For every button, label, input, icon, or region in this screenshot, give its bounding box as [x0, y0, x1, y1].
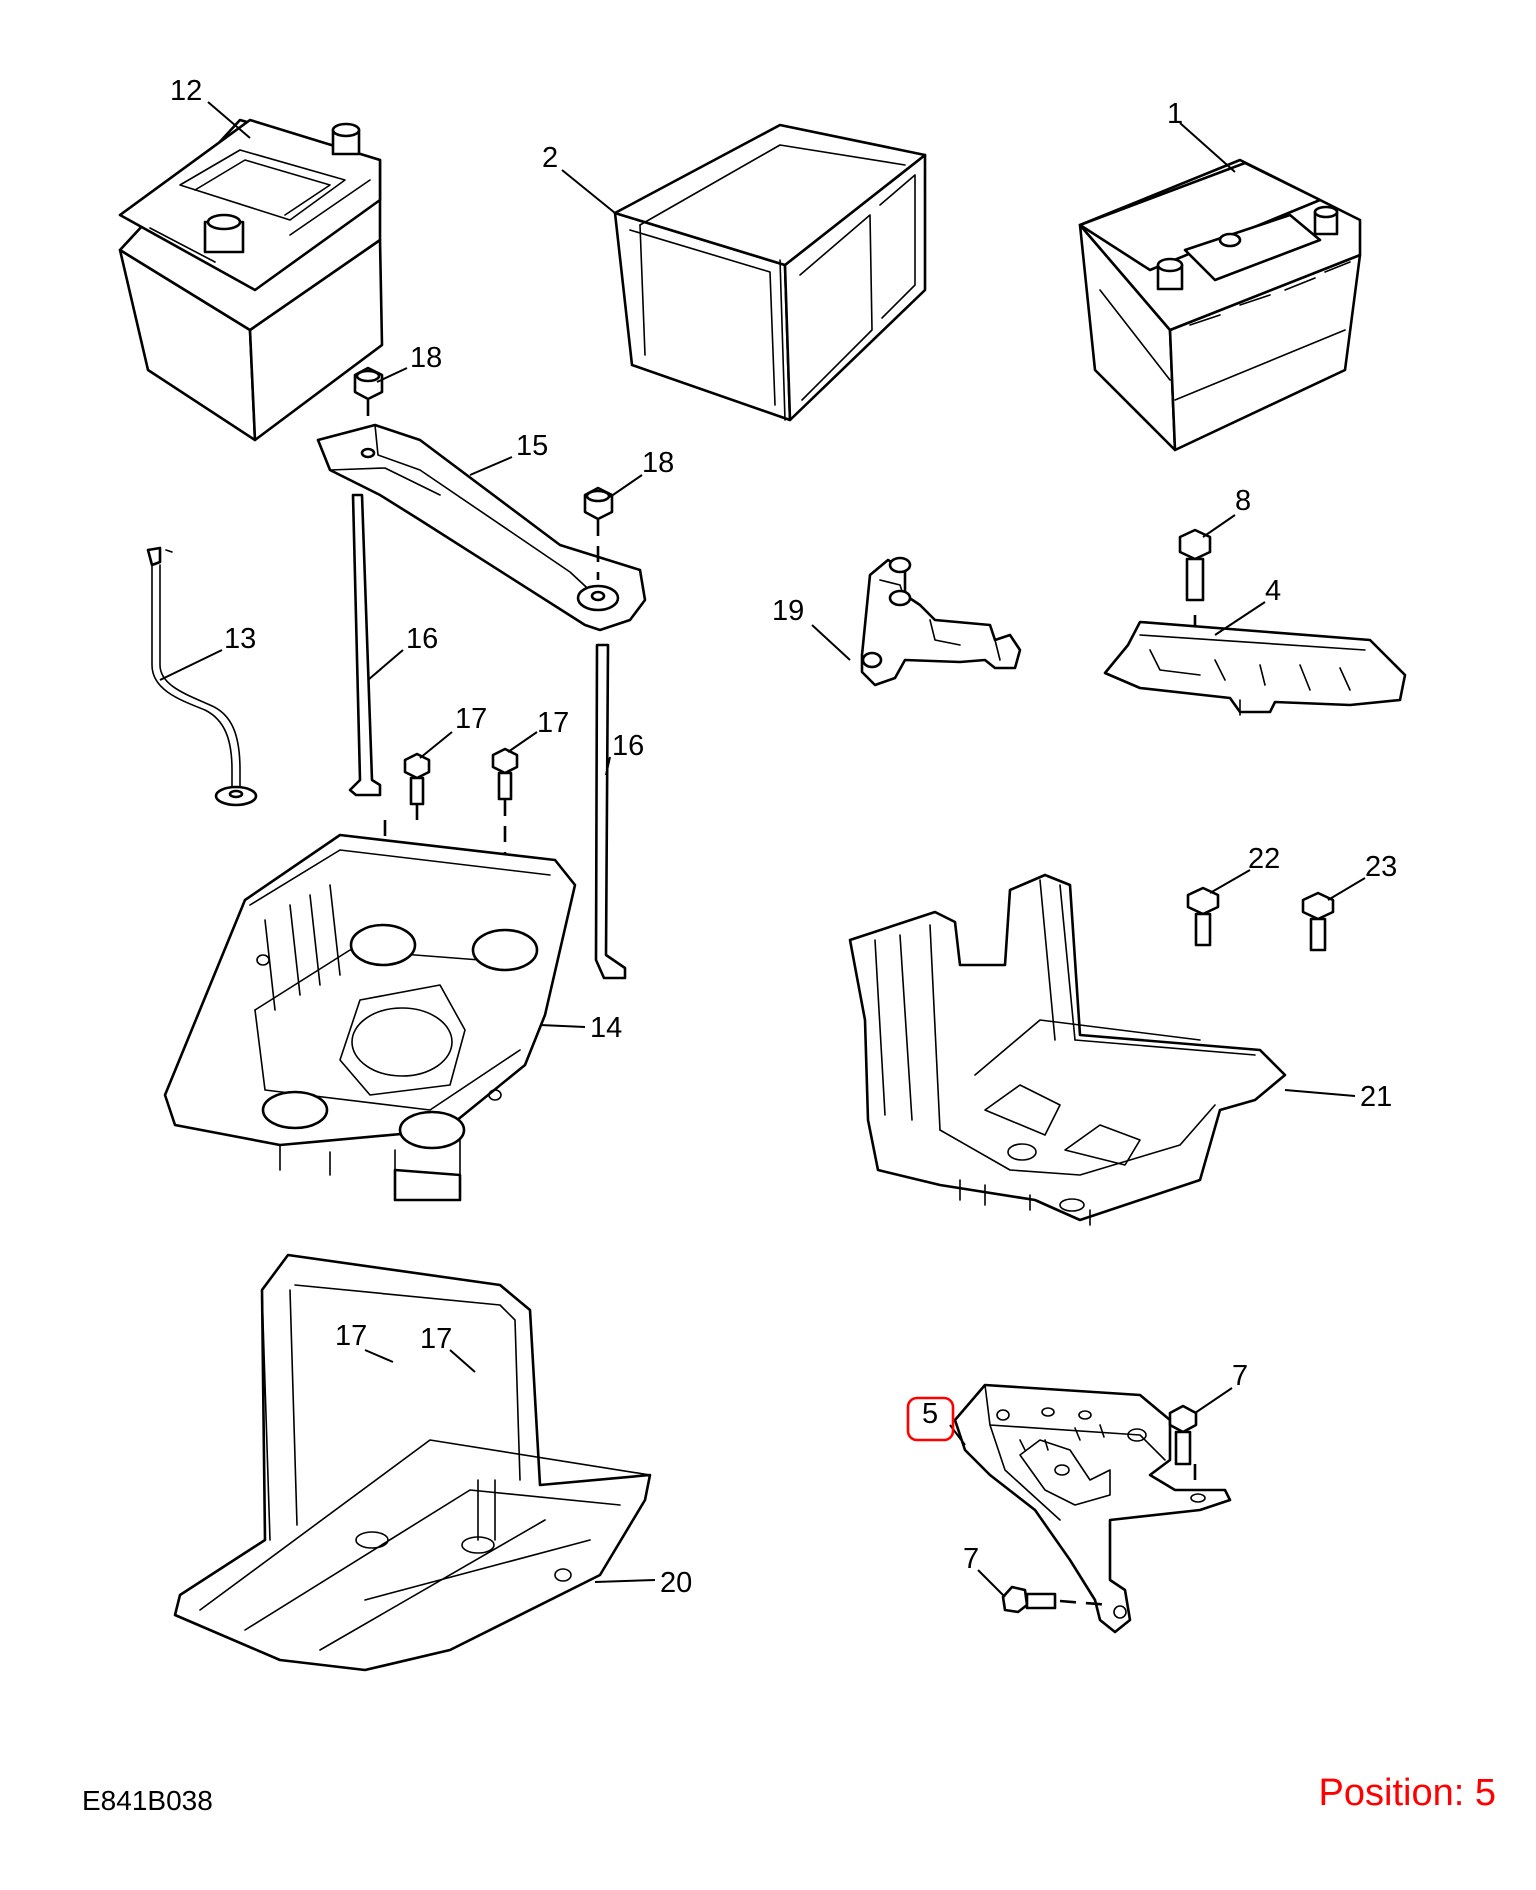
callout-18: 18	[642, 447, 674, 479]
callout-12: 12	[170, 75, 202, 107]
part-20-battery-tray-lower[interactable]	[173, 1253, 652, 1672]
callout-7: 7	[963, 1543, 979, 1575]
callout-17: 17	[455, 703, 487, 735]
part-18-nut-right[interactable]	[583, 486, 614, 580]
part-7-bolt-lower[interactable]	[1001, 1585, 1111, 1614]
callout-7: 7	[1232, 1360, 1248, 1392]
selected-callout-highlight	[906, 1396, 955, 1442]
callout-16: 16	[612, 730, 644, 762]
part-17-bolt-tray-a[interactable]	[383, 752, 431, 940]
part-16-rod-right[interactable]	[594, 643, 627, 980]
part-5-mounting-bracket[interactable]	[953, 1383, 1232, 1634]
part-21-battery-tray-large[interactable]	[848, 873, 1287, 1226]
callout-20: 20	[660, 1567, 692, 1599]
callout-17: 17	[537, 707, 569, 739]
callout-17: 17	[335, 1320, 367, 1352]
part-15-hold-down-clamp[interactable]	[316, 423, 647, 632]
part-23-bolt[interactable]	[1301, 891, 1335, 952]
callout-16: 16	[406, 623, 438, 655]
callout-8: 8	[1235, 485, 1251, 517]
callout-21: 21	[1360, 1081, 1392, 1113]
part-4-mounting-plate[interactable]	[1103, 620, 1407, 716]
part-1-battery-large[interactable]	[1078, 158, 1362, 452]
part-13-cable[interactable]	[146, 546, 258, 807]
part-19-battery-sensor[interactable]	[860, 556, 1022, 687]
callout-13: 13	[224, 623, 256, 655]
part-18-nut-left[interactable]	[353, 366, 384, 445]
part-2-battery-box[interactable]	[613, 123, 927, 422]
diagram-id: E841B038	[82, 1785, 213, 1816]
callout-19: 19	[772, 595, 804, 627]
callout-5: 5	[922, 1398, 938, 1430]
callout-2: 2	[542, 142, 558, 174]
callout-labels: 12 2 1 18 15 18 8 4 13 16 19 17 17 16 14…	[170, 75, 1397, 1599]
callout-17: 17	[420, 1323, 452, 1355]
part-16-rod-left[interactable]	[348, 493, 382, 797]
part-12-battery-small[interactable]	[118, 118, 384, 442]
callout-1: 1	[1167, 98, 1183, 130]
position-label: Position: 5	[1318, 1772, 1496, 1814]
callout-15: 15	[516, 430, 548, 462]
part-22-bolt[interactable]	[1186, 886, 1220, 947]
callout-4: 4	[1265, 575, 1281, 607]
callout-23: 23	[1365, 851, 1397, 883]
callout-14: 14	[590, 1012, 622, 1044]
part-7-bolt-upper[interactable]	[1168, 1404, 1198, 1485]
callout-22: 22	[1248, 843, 1280, 875]
callout-18: 18	[410, 342, 442, 374]
part-14-battery-tray[interactable]	[163, 833, 577, 1202]
